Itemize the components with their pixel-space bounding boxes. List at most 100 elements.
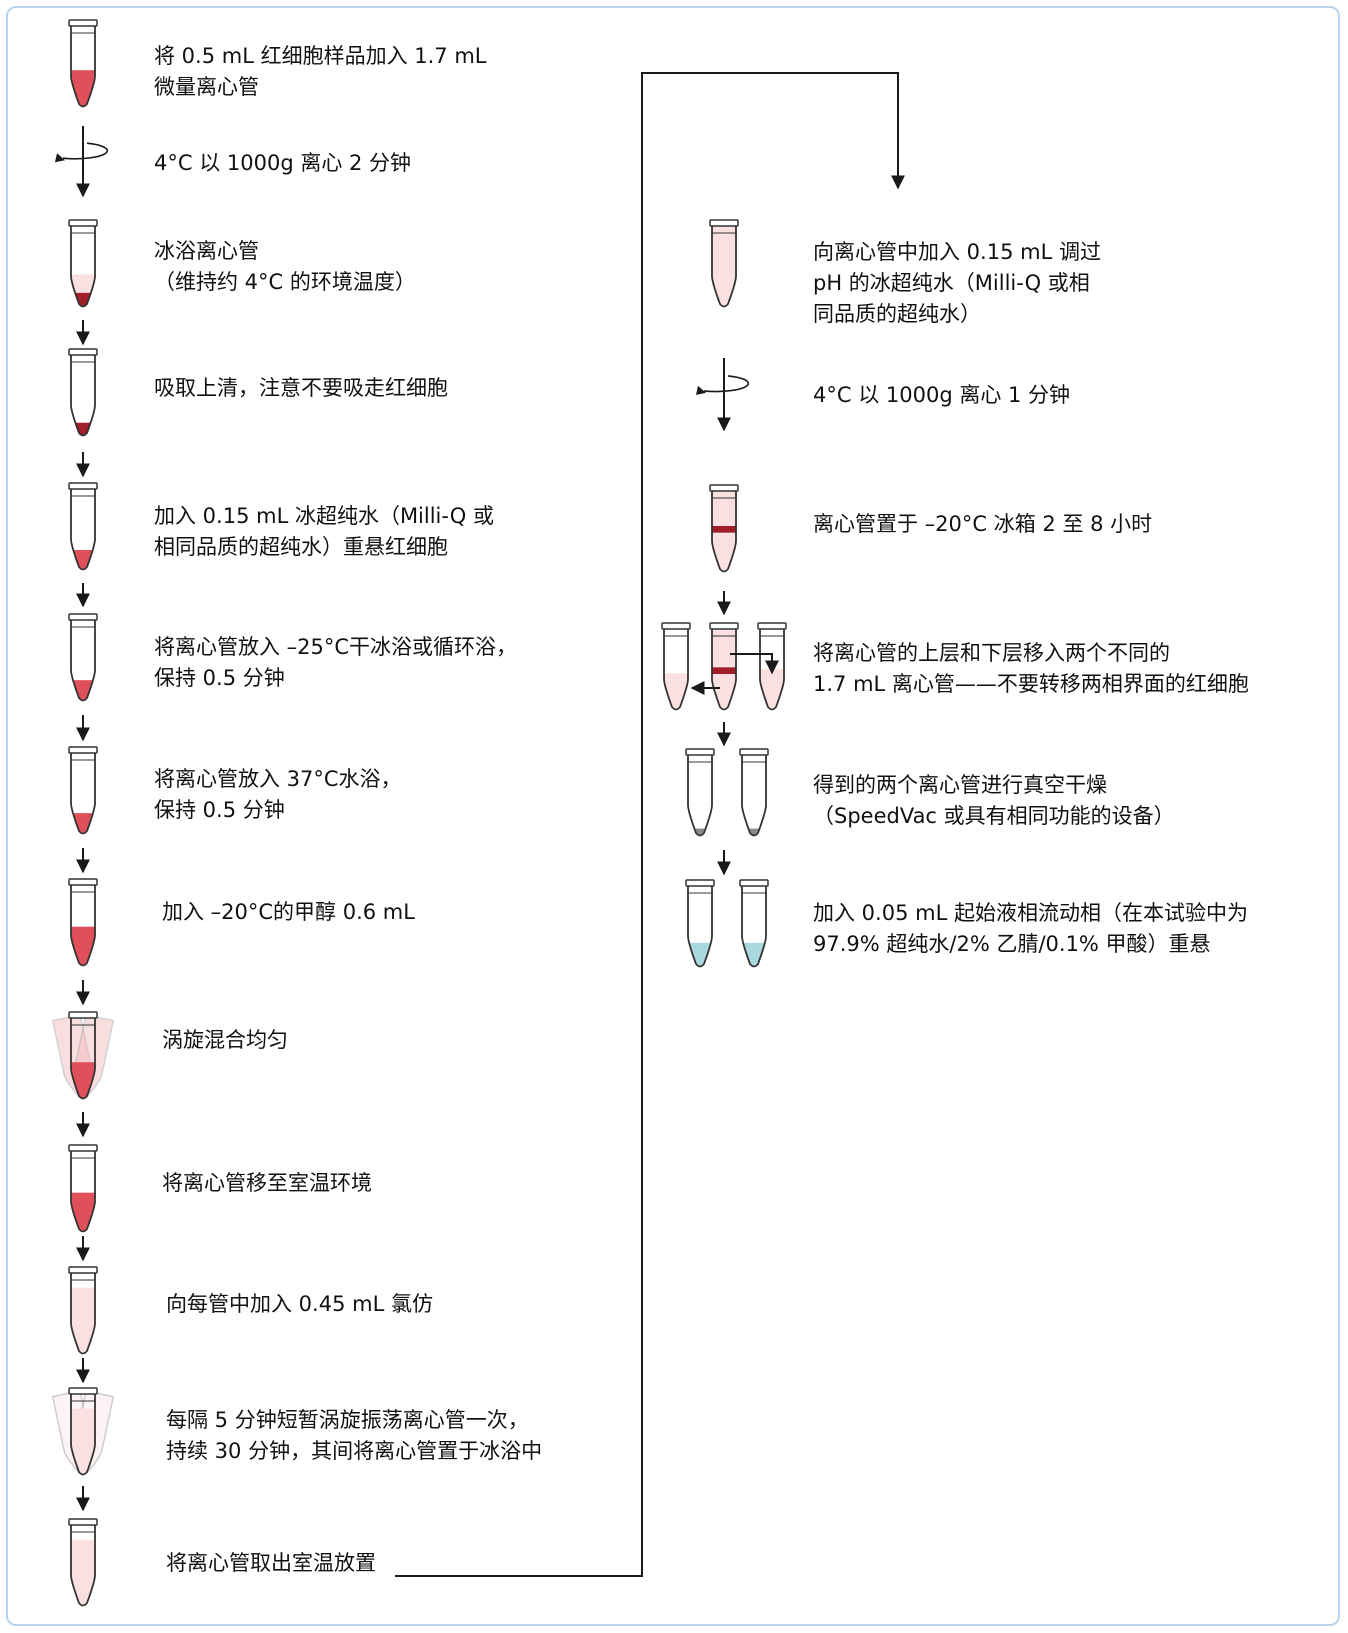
tube-outline [711, 488, 737, 573]
step-text-line: （SpeedVac 或具有相同功能的设备） [813, 804, 1175, 828]
tube-liquid [71, 292, 95, 307]
tube-rim [739, 748, 769, 756]
step-transfer-layers: 将离心管的上层和下层移入两个不同的 1.7 mL 离心管——不要转移两相界面的红… [813, 638, 1249, 700]
tube-outline [70, 23, 96, 108]
step-text-line: 同品质的超纯水） [813, 302, 981, 326]
tube-outline [70, 882, 96, 967]
centrifuge-rotation-icon [55, 126, 109, 198]
microcentrifuge-tube-icon [68, 1266, 98, 1355]
tube-liquid [71, 422, 95, 436]
rotation-arrowhead [696, 385, 706, 395]
microcentrifuge-tube-icon [68, 1144, 98, 1233]
step-text-line: 加入 –20°C的甲醇 0.6 mL [162, 900, 415, 924]
tube-liquid [712, 525, 736, 537]
step-text-line: 加入 0.15 mL 冰超纯水（Milli-Q 或 [154, 504, 494, 528]
tube-rim [685, 748, 715, 756]
transfer-arrow-upper [730, 653, 779, 675]
tube-outline [70, 1148, 96, 1233]
step-add-chloroform: 向每管中加入 0.45 mL 氯仿 [166, 1289, 433, 1320]
tube-liquid [760, 669, 784, 710]
rotation-arc [62, 142, 109, 160]
microcentrifuge-tube-icon [685, 879, 715, 968]
tube-outline [687, 752, 713, 837]
microcentrifuge-tube-icon [68, 746, 98, 835]
tube-outline [70, 352, 96, 437]
step-text-line: 将 0.5 mL 红细胞样品加入 1.7 mL [154, 44, 487, 68]
step-centrifuge-1min: 4°C 以 1000g 离心 1 分钟 [813, 380, 1070, 411]
step-text-line: pH 的冰超纯水（Milli-Q 或相 [813, 271, 1090, 295]
step-text-line: 将离心管放入 37°C水浴， [154, 767, 402, 791]
tube-liquid [688, 828, 712, 836]
tube-liquid [71, 1408, 95, 1475]
tube-outline [70, 1522, 96, 1607]
tube-rim [661, 622, 691, 630]
tube-rim [709, 219, 739, 227]
tube-liquid [71, 1192, 95, 1232]
step-text-line: 保持 0.5 分钟 [154, 798, 285, 822]
tube-rim [68, 1011, 98, 1019]
step-text-line: （维持约 4°C 的环境温度） [154, 270, 416, 294]
microcentrifuge-tube-icon [709, 484, 739, 573]
microcentrifuge-tube-icon [685, 748, 715, 837]
tube-rim [709, 622, 739, 630]
tube-liquid [71, 813, 95, 834]
tube-rim [757, 622, 787, 630]
step-text-line: 持续 30 分钟，其间将离心管置于冰浴中 [166, 1439, 543, 1463]
step-text-line: 每隔 5 分钟短暂涡旋振荡离心管一次， [166, 1408, 529, 1432]
step-freezer: 离心管置于 –20°C 冰箱 2 至 8 小时 [813, 509, 1152, 540]
tube-liquid [712, 674, 736, 710]
step-text-line: 97.9% 超纯水/2% 乙腈/0.1% 甲酸）重悬 [813, 932, 1211, 956]
step-text-line: 将离心管取出室温放置 [166, 1551, 376, 1575]
tube-rim [685, 879, 715, 887]
step-text-line: 相同品质的超纯水）重悬红细胞 [154, 535, 448, 559]
step-text-line: 吸取上清，注意不要吸走红细胞 [154, 376, 448, 400]
tube-outline [70, 486, 96, 571]
microcentrifuge-tube-icon [68, 348, 98, 437]
centrifuge-rotation-icon [696, 358, 750, 432]
tube-liquid [71, 70, 95, 107]
tube-rim [68, 219, 98, 227]
connector-arrow [395, 72, 905, 1577]
rotation-arrowhead [55, 153, 65, 163]
rotation-arc [703, 375, 750, 393]
step-vortex-mix: 涡旋混合均匀 [162, 1025, 288, 1056]
tube-liquid [712, 667, 736, 679]
step-resuspend-rbc: 加入 0.15 mL 冰超纯水（Milli-Q 或 相同品质的超纯水）重悬红细胞 [154, 501, 494, 563]
step-text-line: 4°C 以 1000g 离心 2 分钟 [154, 151, 412, 175]
tube-liquid [71, 1539, 95, 1606]
step-dry-ice-bath: 将离心管放入 –25°C干冰浴或循环浴， 保持 0.5 分钟 [154, 632, 517, 694]
tube-rim [739, 879, 769, 887]
tube-liquid [742, 828, 766, 836]
tube-outline [70, 1391, 96, 1476]
step-periodic-vortex: 每隔 5 分钟短暂涡旋振荡离心管一次， 持续 30 分钟，其间将离心管置于冰浴中 [166, 1405, 542, 1467]
tube-rim [68, 746, 98, 754]
step-add-methanol: 加入 –20°C的甲醇 0.6 mL [162, 897, 415, 928]
step-text-line: 将离心管放入 –25°C干冰浴或循环浴， [154, 635, 518, 659]
microcentrifuge-tube-icon [709, 219, 739, 308]
tube-liquid [712, 489, 736, 530]
step-add-ph-water: 向离心管中加入 0.15 mL 调过 pH 的冰超纯水（Milli-Q 或相 同… [813, 237, 1101, 330]
microcentrifuge-tube-icon [661, 622, 691, 711]
step-text-line: 将离心管的上层和下层移入两个不同的 [813, 641, 1170, 665]
step-text-line: 4°C 以 1000g 离心 1 分钟 [813, 383, 1071, 407]
tube-rim [68, 1387, 98, 1395]
microcentrifuge-tube-icon [68, 878, 98, 967]
tube-liquid [712, 224, 736, 307]
microcentrifuge-tube-icon [709, 622, 739, 711]
tube-rim [68, 1518, 98, 1526]
step-room-temperature: 将离心管移至室温环境 [162, 1168, 372, 1199]
tube-rim [68, 613, 98, 621]
step-text-line: 离心管置于 –20°C 冰箱 2 至 8 小时 [813, 512, 1153, 536]
tube-rim [709, 484, 739, 492]
step-add-sample: 将 0.5 mL 红细胞样品加入 1.7 mL 微量离心管 [154, 41, 486, 103]
tube-outline [70, 223, 96, 308]
microcentrifuge-tube-icon [68, 219, 98, 308]
step-text-line: 保持 0.5 分钟 [154, 666, 285, 690]
microcentrifuge-tube-icon [739, 748, 769, 837]
step-reconstitute: 加入 0.05 mL 起始液相流动相（在本试验中为 97.9% 超纯水/2% 乙… [813, 898, 1248, 960]
tube-liquid [71, 926, 95, 966]
step-text-line: 向每管中加入 0.45 mL 氯仿 [166, 1292, 433, 1316]
tube-outline [70, 1015, 96, 1100]
microcentrifuge-tube-icon [68, 613, 98, 702]
